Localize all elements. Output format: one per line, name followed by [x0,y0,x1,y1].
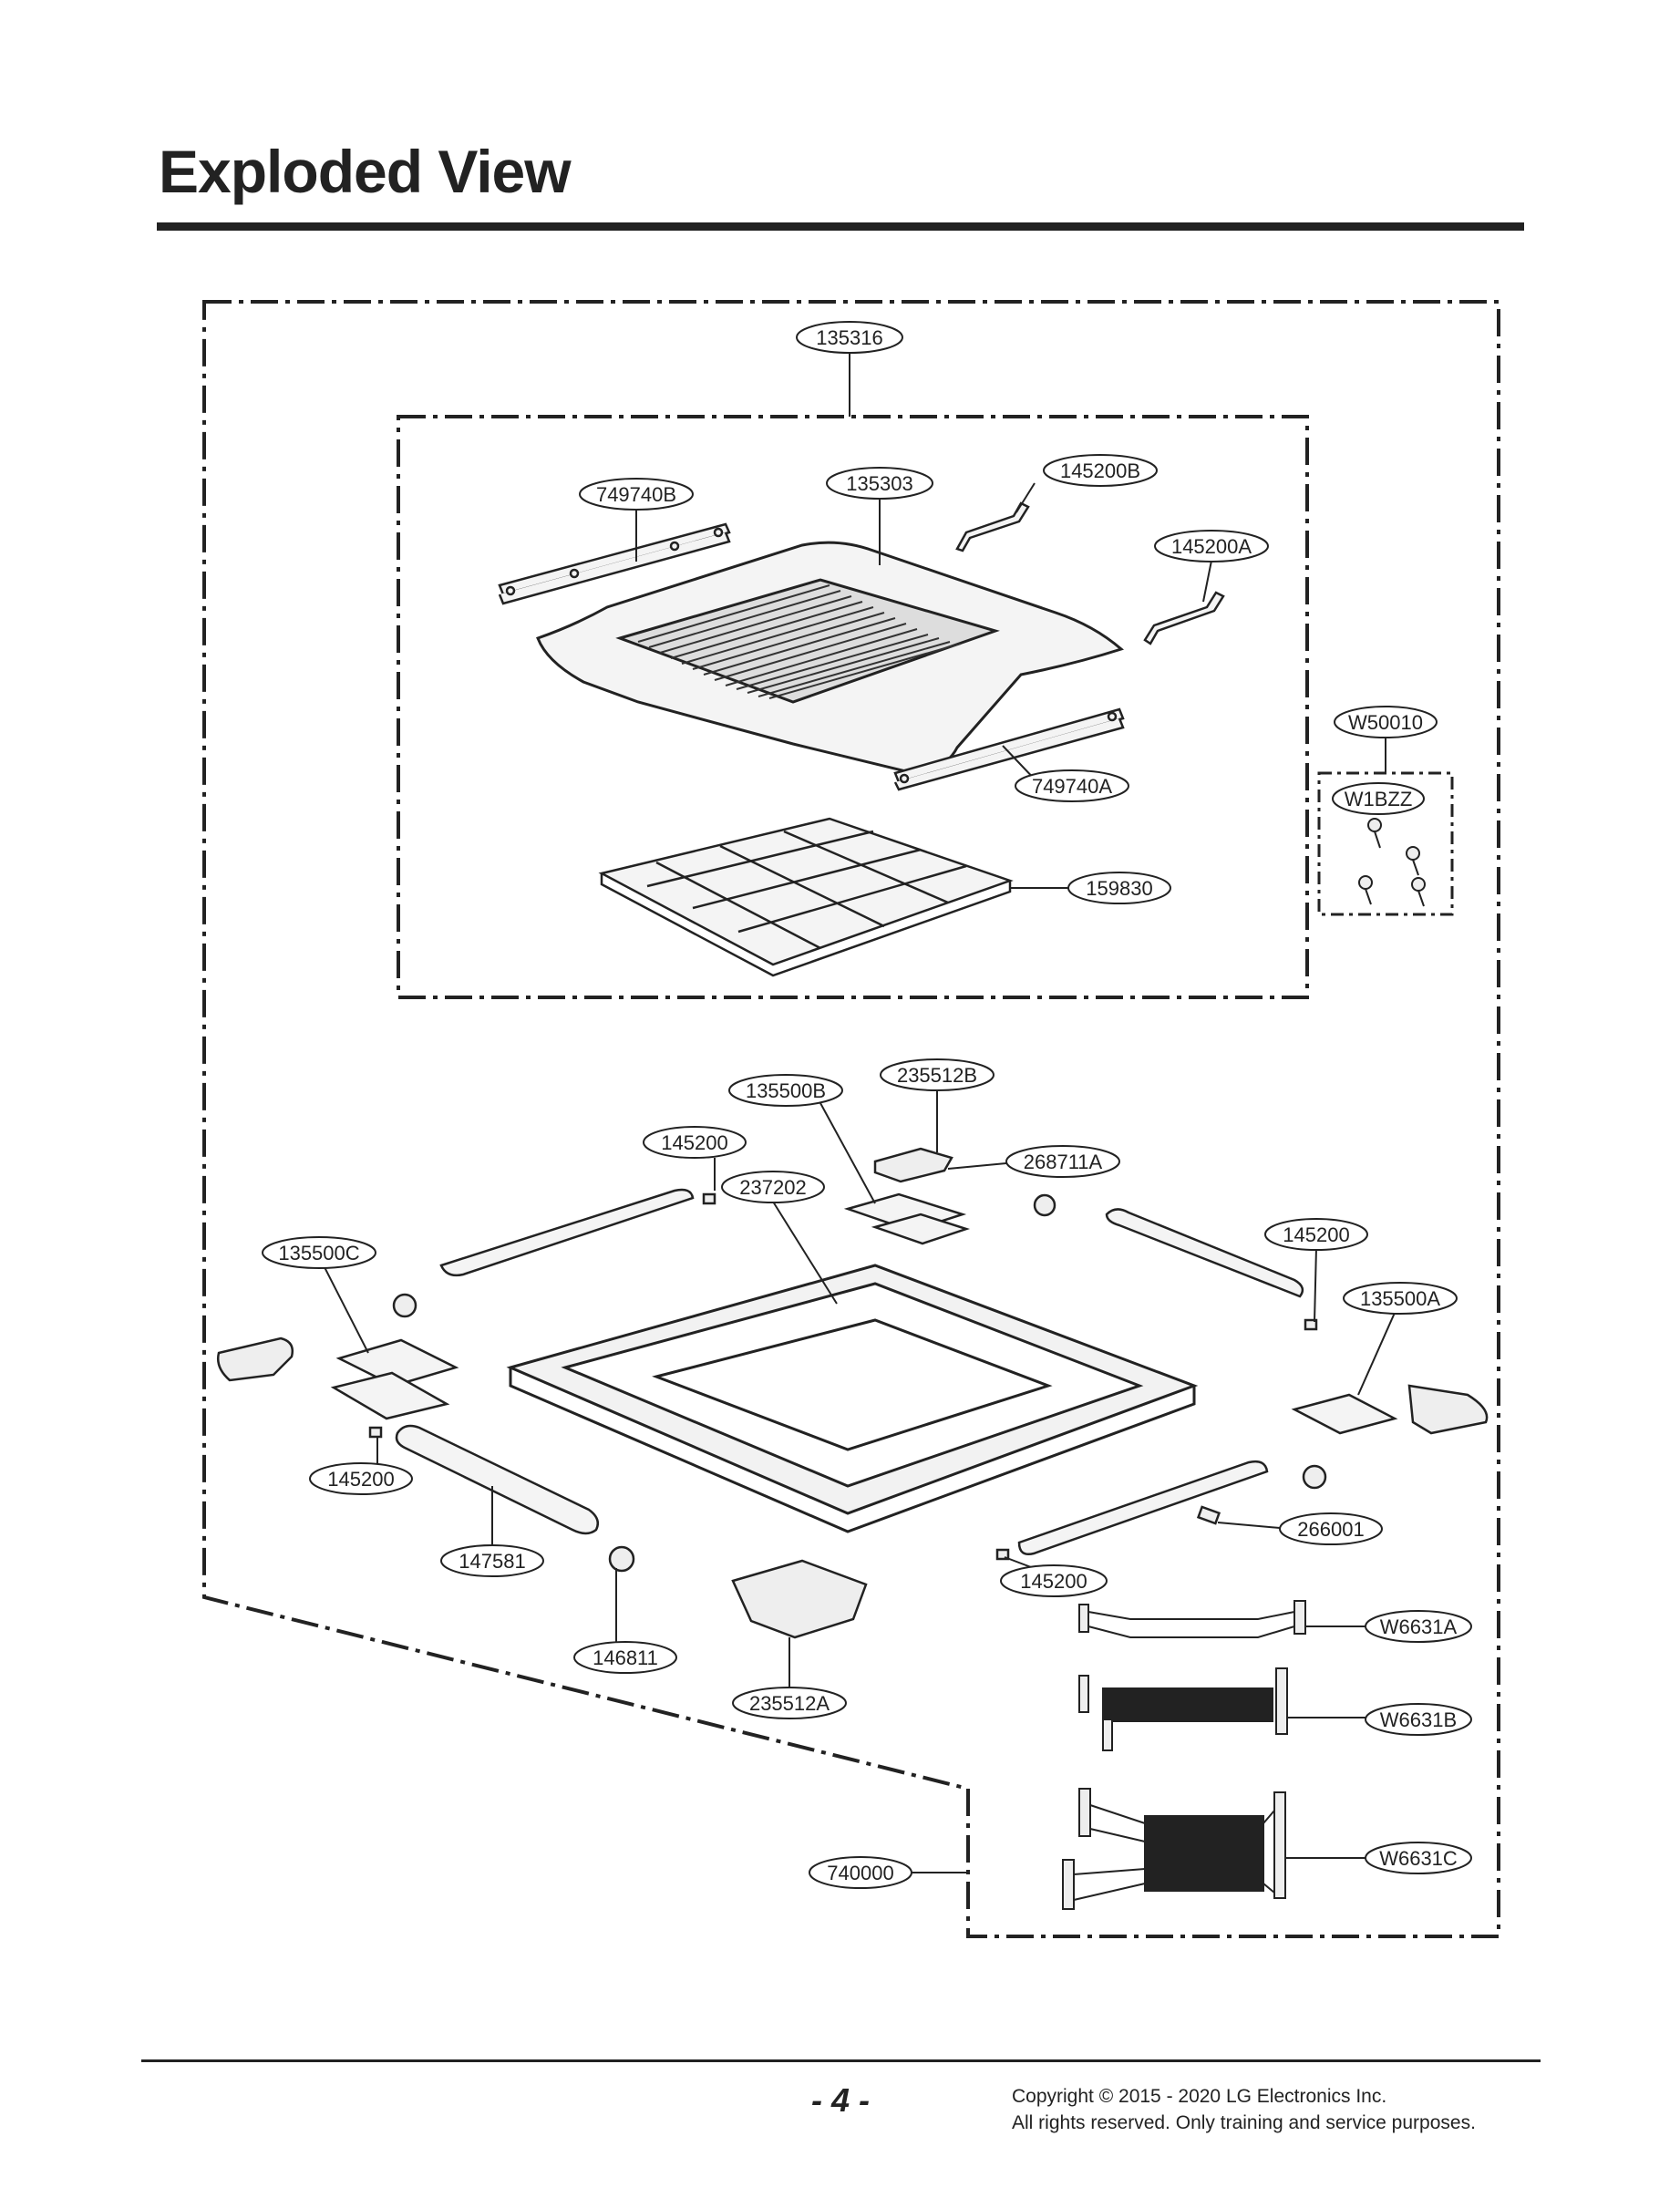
svg-text:146811: 146811 [593,1646,658,1669]
svg-text:749740A: 749740A [1032,775,1112,798]
part-vane-bottom-right [1017,1460,1269,1555]
callout-135500C: 135500C [262,1236,376,1269]
svg-text:740000: 740000 [827,1862,893,1884]
page-title: Exploded View [159,138,572,205]
part-145200A-drawing [1143,591,1225,645]
svg-text:268711A: 268711A [1024,1151,1103,1173]
callout-145200A: 145200A [1154,530,1269,562]
svg-text:749740B: 749740B [596,483,676,506]
callout-145200-1: 145200 [643,1126,747,1159]
part-135303-grille-slats [637,584,962,699]
part-W6631C-harness [1062,1788,1286,1910]
svg-text:W6631C: W6631C [1379,1847,1458,1870]
svg-text:235512A: 235512A [749,1692,830,1715]
callout-266001: 266001 [1279,1512,1383,1545]
callout-749740B: 749740B [579,478,694,511]
callout-135303: 135303 [826,467,933,500]
svg-text:145200: 145200 [327,1468,394,1491]
part-W6631B-harness [1078,1667,1288,1751]
svg-text:159830: 159830 [1086,877,1152,900]
title-underline [157,222,1524,231]
callout-268711A: 268711A [1005,1145,1120,1178]
callout-135500A: 135500A [1343,1282,1458,1315]
part-749740B-drawing [498,522,731,605]
part-W1BZZ-screws [1358,818,1426,907]
callout-749740A: 749740A [1015,769,1129,802]
callout-145200-3: 145200 [309,1462,413,1495]
copyright-line-2: All rights reserved. Only training and s… [1012,2112,1476,2133]
svg-text:135500A: 135500A [1360,1287,1440,1310]
callout-W6631C: W6631C [1365,1842,1472,1874]
part-135500C-drawing [330,1338,459,1420]
svg-text:235512B: 235512B [897,1064,977,1087]
svg-text:147581: 147581 [459,1550,525,1573]
grille-assembly-boundary [397,415,1309,999]
svg-text:145200: 145200 [1020,1570,1087,1593]
part-vane-top-left [439,1188,695,1277]
svg-text:135500B: 135500B [746,1079,826,1102]
svg-text:135500C: 135500C [278,1242,359,1264]
svg-text:145200A: 145200A [1171,535,1252,558]
part-237202-frame [506,1264,1199,1533]
part-135500B-drawing [843,1192,971,1245]
callout-W1BZZ: W1BZZ [1332,782,1425,815]
part-235512A-drawing [731,1559,868,1639]
svg-text:135303: 135303 [846,472,912,495]
callout-740000: 740000 [809,1856,912,1889]
callout-W6631A: W6631A [1365,1610,1472,1643]
callout-W6631B: W6631B [1365,1703,1472,1736]
callout-147581: 147581 [440,1544,544,1577]
part-small-components [368,1192,1327,1573]
callout-145200-2: 145200 [1264,1218,1368,1251]
svg-text:237202: 237202 [739,1176,806,1199]
copyright-line-1: Copyright © 2015 - 2020 LG Electronics I… [1012,2086,1387,2107]
page-number: - 4 - [811,2081,871,2119]
svg-text:145200: 145200 [661,1131,727,1154]
copyright-notice: Copyright © 2015 - 2020 LG Electronics I… [1012,2083,1476,2136]
callout-159830: 159830 [1067,872,1171,904]
part-749740A-drawing [893,707,1125,791]
part-235512B-drawing [873,1147,953,1183]
callout-146811: 146811 [573,1641,677,1674]
svg-text:135316: 135316 [816,326,882,349]
callout-235512B: 235512B [880,1058,995,1091]
part-135500A-drawing [1291,1393,1398,1435]
callout-135500B: 135500B [728,1074,843,1107]
part-159830-drawing [598,817,1014,977]
callout-235512A: 235512A [732,1687,847,1719]
svg-text:145200B: 145200B [1060,459,1140,482]
svg-text:266001: 266001 [1297,1518,1364,1541]
svg-text:145200: 145200 [1283,1223,1349,1246]
part-147581-drawing [395,1424,599,1535]
svg-text:W50010: W50010 [1348,711,1423,734]
callout-145200B: 145200B [1043,454,1158,487]
svg-text:W6631B: W6631B [1380,1708,1457,1731]
svg-text:W1BZZ: W1BZZ [1345,788,1413,810]
callout-W50010: W50010 [1334,706,1438,738]
svg-text:W6631A: W6631A [1380,1615,1458,1638]
callout-237202: 237202 [721,1171,825,1203]
part-145200B-drawing [955,501,1030,552]
callout-135316: 135316 [796,321,903,354]
callout-145200-4: 145200 [1000,1564,1108,1597]
part-vane-top-right [1105,1208,1304,1298]
part-side-end-caps [217,1337,1489,1435]
part-W6631A-harness [1078,1600,1306,1638]
footer-rule [141,2059,1541,2062]
outer-assembly-boundary [202,300,1500,1938]
